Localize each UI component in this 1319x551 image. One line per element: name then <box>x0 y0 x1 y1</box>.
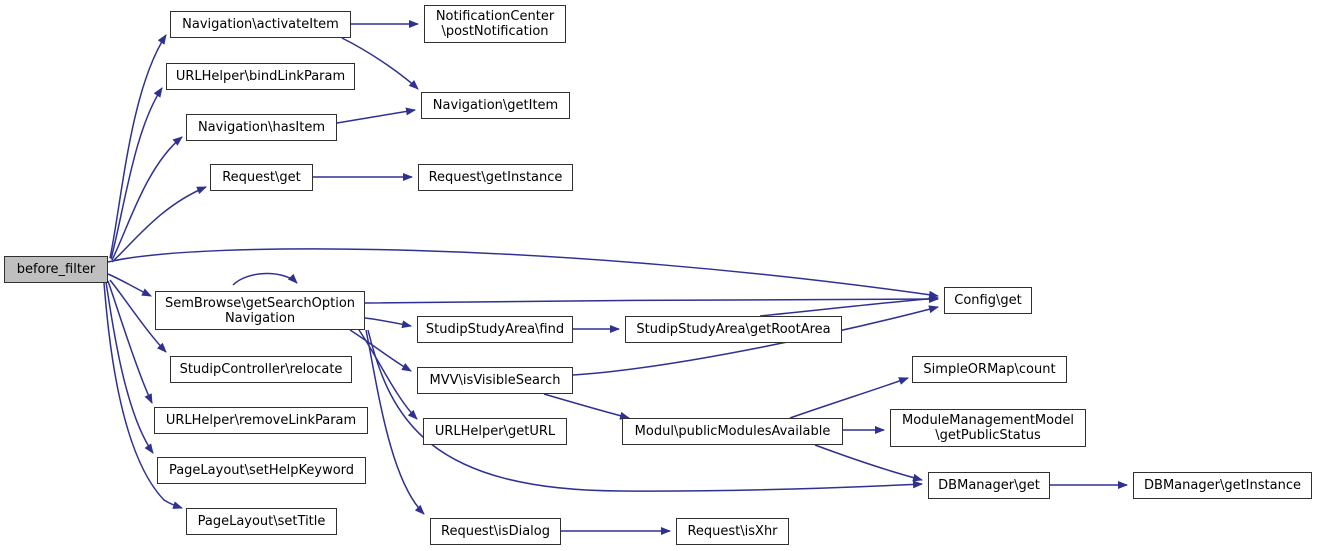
graph-node-label: PageLayout\setHelpKeyword <box>168 463 355 478</box>
graph-node-label: URLHelper\getURL <box>434 424 556 439</box>
edge-before_filter-to-nav_hasItem <box>111 136 183 261</box>
edge-before_filter-to-url_removeLinkParam <box>107 280 153 404</box>
edge-sembrowse_nav-to-config_get <box>364 295 939 304</box>
edge-modul_publicModules-to-dbmanager_get <box>814 444 923 482</box>
edge-before_filter-to-nav_activateItem <box>109 34 167 259</box>
edge-before_filter-to-config_get <box>107 248 939 299</box>
edge-sembrowse_nav-to-sembrowse_nav <box>232 272 298 286</box>
graph-node-label: SimpleORMap\count <box>923 362 1056 377</box>
graph-node-modul_publicModules[interactable]: Modul\publicModulesAvailable <box>622 418 843 445</box>
edge-mvv_isVisibleSearch-to-config_get <box>572 305 939 376</box>
edge-nav_activateItem-to-nav_getItem <box>341 37 419 90</box>
graph-node-label: DBManager\getInstance <box>1144 478 1301 493</box>
edge-nav_hasItem-to-nav_getItem <box>336 107 416 124</box>
graph-node-label: MVV\isVisibleSearch <box>429 373 561 388</box>
edge-modul_publicModules-to-simpleormap_count <box>789 377 909 419</box>
graph-node-label: URLHelper\removeLinkParam <box>165 413 357 428</box>
graph-node-mvv_isVisibleSearch[interactable]: MVV\isVisibleSearch <box>417 367 573 394</box>
graph-node-request_get[interactable]: Request\get <box>210 164 313 191</box>
graph-node-notification_post[interactable]: NotificationCenter \postNotification <box>424 5 566 43</box>
graph-node-dbmanager_getInstance[interactable]: DBManager\getInstance <box>1133 472 1312 499</box>
graph-node-pagelayout_helpKeyword[interactable]: PageLayout\setHelpKeyword <box>157 457 366 484</box>
graph-node-request_isDialog[interactable]: Request\isDialog <box>430 518 561 545</box>
graph-node-url_getURL[interactable]: URLHelper\getURL <box>423 418 567 445</box>
graph-node-nav_hasItem[interactable]: Navigation\hasItem <box>186 114 337 141</box>
graph-node-dbmanager_get[interactable]: DBManager\get <box>928 472 1050 499</box>
graph-node-url_removeLinkParam[interactable]: URLHelper\removeLinkParam <box>154 407 368 434</box>
graph-node-controller_relocate[interactable]: StudipController\relocate <box>170 356 352 383</box>
edge-before_filter-to-controller_relocate <box>109 279 167 353</box>
graph-node-label: StudipController\relocate <box>179 362 343 377</box>
graph-node-label: ModuleManagementModel \getPublicStatus <box>902 413 1074 443</box>
graph-node-label: Request\isXhr <box>687 524 778 539</box>
graph-node-before_filter[interactable]: before_filter <box>4 256 108 283</box>
graph-node-sembrowse_nav[interactable]: SemBrowse\getSearchOption Navigation <box>155 291 365 330</box>
graph-node-label: Modul\publicModulesAvailable <box>634 424 831 439</box>
edge-sembrowse_nav-to-url_getURL <box>358 329 418 420</box>
graph-node-studyarea_getRootArea[interactable]: StudipStudyArea\getRootArea <box>625 316 842 343</box>
edge-sembrowse_nav-to-dbmanager_get <box>367 329 923 492</box>
graph-node-nav_activateItem[interactable]: Navigation\activateItem <box>170 11 351 38</box>
graph-node-label: before_filter <box>16 262 96 277</box>
graph-node-studyarea_find[interactable]: StudipStudyArea\find <box>417 316 573 343</box>
edge-before_filter-to-pagelayout_setTitle <box>103 282 183 509</box>
graph-node-label: Request\get <box>222 170 301 185</box>
graph-node-label: StudipStudyArea\find <box>425 322 565 337</box>
graph-node-label: URLHelper\bindLinkParam <box>175 69 346 84</box>
graph-node-config_get[interactable]: Config\get <box>944 287 1032 314</box>
graph-node-label: PageLayout\setTitle <box>197 514 326 529</box>
graph-node-mmm_getPublicStatus[interactable]: ModuleManagementModel \getPublicStatus <box>890 409 1086 447</box>
graph-node-url_bindLinkParam[interactable]: URLHelper\bindLinkParam <box>166 63 355 90</box>
graph-node-label: DBManager\get <box>938 478 1040 493</box>
graph-node-label: Request\isDialog <box>441 524 550 539</box>
graph-node-label: Config\get <box>954 293 1022 308</box>
graph-node-label: Request\getInstance <box>428 170 563 185</box>
graph-node-simpleormap_count[interactable]: SimpleORMap\count <box>912 356 1067 383</box>
edge-studyarea_getRootArea-to-config_get <box>759 294 939 317</box>
graph-node-label: Navigation\hasItem <box>197 120 326 135</box>
graph-node-pagelayout_setTitle[interactable]: PageLayout\setTitle <box>186 508 337 535</box>
graph-node-request_getInstance[interactable]: Request\getInstance <box>418 164 573 191</box>
graph-node-label: StudipStudyArea\getRootArea <box>636 322 831 337</box>
graph-node-label: SemBrowse\getSearchOption Navigation <box>164 295 356 326</box>
edge-before_filter-to-sembrowse_nav <box>107 273 152 297</box>
edge-mvv_isVisibleSearch-to-modul_publicModules <box>543 393 630 420</box>
graph-node-label: Navigation\activateItem <box>182 17 339 32</box>
edge-before_filter-to-url_bindLinkParam <box>110 87 163 260</box>
edge-sembrowse_nav-to-studyarea_find <box>364 317 412 329</box>
edge-before_filter-to-pagelayout_helpKeyword <box>105 281 154 454</box>
edge-sembrowse_nav-to-mvv_isVisibleSearch <box>349 329 412 372</box>
edge-sembrowse_nav-to-request_isDialog <box>365 329 425 515</box>
edge-before_filter-to-request_get <box>111 186 207 263</box>
edge-group <box>103 20 1128 535</box>
graph-node-nav_getItem[interactable]: Navigation\getItem <box>421 92 570 119</box>
graph-node-label: Navigation\getItem <box>432 98 559 113</box>
graph-node-request_isXhr[interactable]: Request\isXhr <box>676 518 789 545</box>
graph-node-label: NotificationCenter \postNotification <box>435 9 555 39</box>
